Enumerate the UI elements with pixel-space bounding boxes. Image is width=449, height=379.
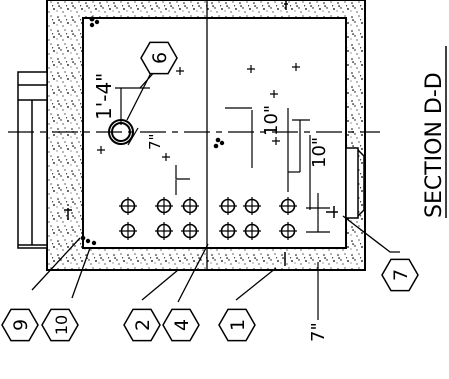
left-pipe-stub — [17, 71, 48, 249]
dim-bottom-offset: 7" — [308, 322, 329, 342]
bolt-crosshair — [155, 197, 173, 215]
reference-marks — [97, 63, 300, 161]
section-title: SECTION D-D — [422, 72, 447, 218]
dimension-texts: 1'-4" 7" 10" 10" 7" — [92, 73, 330, 342]
bolt-crosshair — [219, 222, 237, 240]
callout-number: 6 — [149, 52, 171, 64]
callout-hexagon — [41, 308, 79, 342]
bolt-crosshair — [243, 197, 261, 215]
callout-hexagon — [123, 308, 161, 342]
callouts: 6 7 9 10 2 4 1 — [1, 41, 419, 342]
dim-spacing-1: 10" — [261, 105, 282, 136]
dimension-lines — [115, 87, 330, 320]
callout-hexagon — [1, 308, 39, 342]
dim-offset-upper: 7" — [146, 134, 164, 150]
bolt-crosshair — [279, 222, 297, 240]
bolt-holes — [119, 197, 297, 240]
callout-number: 7 — [390, 269, 412, 281]
centerlines — [8, 0, 380, 270]
concrete-walls — [46, 0, 366, 271]
inserts — [80, 16, 225, 246]
callout-hexagon — [218, 308, 256, 342]
callout-hexagon — [381, 258, 419, 292]
callout-hexagon — [162, 308, 200, 342]
section-title-group: SECTION D-D — [422, 46, 447, 218]
dim-spacing-2: 10" — [309, 137, 330, 168]
callout-number: 10 — [52, 315, 71, 335]
anchor-hardware — [64, 0, 338, 266]
bolt-crosshair — [181, 222, 199, 240]
bolt-crosshair — [119, 222, 137, 240]
bolt-crosshair — [119, 197, 137, 215]
callout-number: 9 — [10, 319, 32, 331]
callout-hexagon — [140, 41, 178, 75]
bolt-crosshair — [219, 197, 237, 215]
dim-opening-height: 1'-4" — [92, 73, 116, 120]
callout-number: 2 — [132, 319, 154, 331]
right-pipe-stub — [345, 147, 365, 219]
bolt-crosshair — [243, 222, 261, 240]
callout-number: 4 — [171, 319, 193, 331]
bolt-crosshair — [181, 197, 199, 215]
bolt-crosshair — [279, 197, 297, 215]
callout-number: 1 — [227, 319, 249, 331]
bolt-crosshair — [155, 222, 173, 240]
